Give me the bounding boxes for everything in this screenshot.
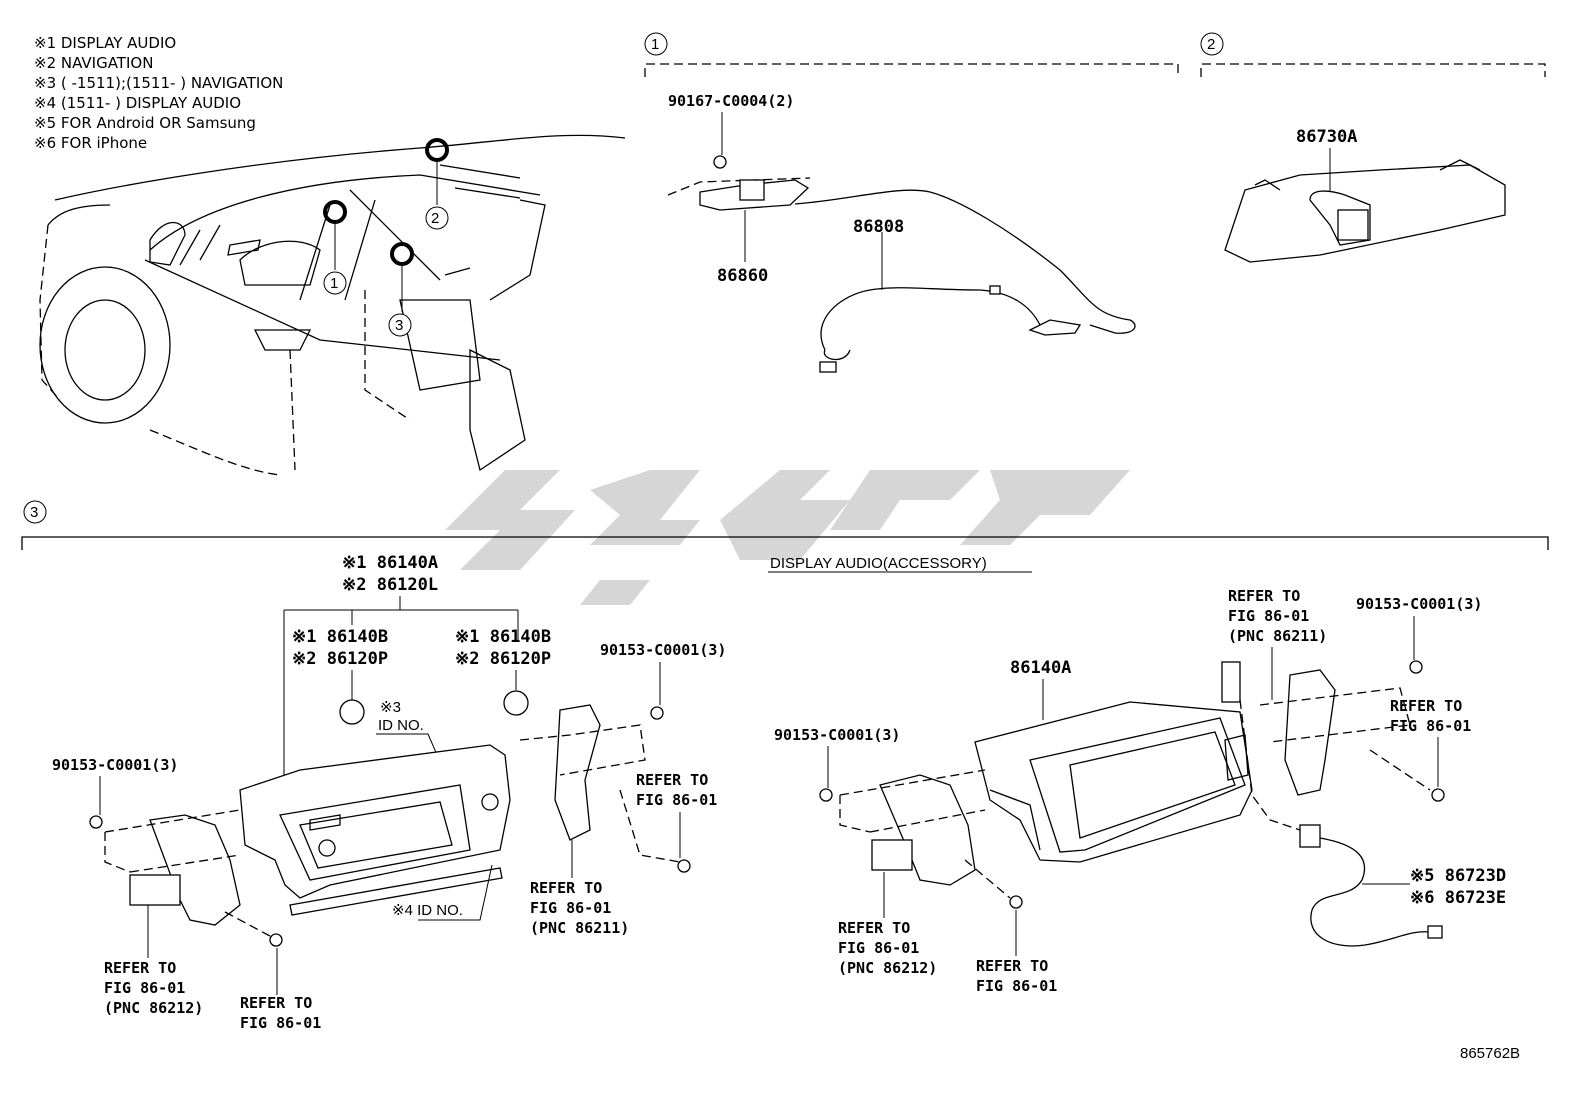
id3-label-a: ※3 [380,699,401,716]
left-screw-label: 90153-C0001(3) [52,756,178,774]
footnotes: ※1 DISPLAY AUDIO ※2 NAVIGATION ※3 ( -151… [34,34,283,152]
knob-left-label-b: ※2 86120P [292,649,388,669]
note-1: ※1 DISPLAY AUDIO [34,34,176,52]
left-refer-b-1: REFER TO [240,994,312,1012]
left-refer-a-2: FIG 86-01 [104,979,185,997]
section-1-screw-label: 90167-C0004(2) [668,92,794,110]
right-right-screw-label: 90153-C0001(3) [1356,595,1482,613]
dashboard-overview-illustration: 2 1 3 [39,134,626,476]
left-refer-b-2: FIG 86-01 [240,1014,321,1032]
left-bracket-icon [879,774,976,886]
id4-label: ※4 ID NO. [392,902,463,919]
right-refer-c-2: FIG 86-01 [838,939,919,957]
right-refer-d-1: REFER TO [976,957,1048,975]
screw-icon [1409,660,1423,674]
screw-icon [650,706,664,720]
display-audio-unit-86140a-icon [974,701,1253,863]
right-refer-c-3: (PNC 86212) [838,959,937,977]
knob-right-label-a: ※1 86140B [455,627,551,647]
knob-right-label-b: ※2 86120P [455,649,551,669]
screw-icon [677,859,691,873]
note-5: ※5 FOR Android OR Samsung [34,114,256,132]
left-refer-a-1: REFER TO [104,959,176,977]
screw-icon [269,933,283,947]
left-bracket-icon [149,814,241,926]
left-refer-d-2: FIG 86-01 [636,791,717,809]
diagram-id: 865762B [1460,1045,1520,1062]
left-main-label-a: ※1 86140A [342,553,438,573]
right-screw-label: 90153-C0001(3) [600,641,726,659]
section-1-callout: 1 [651,36,659,53]
section-3-subtitle: DISPLAY AUDIO(ACCESSORY) [770,555,987,572]
right-main-label: 86140A [1010,658,1071,678]
right-refer-b-2: FIG 86-01 [1390,717,1471,735]
section-3: 3 DISPLAY AUDIO(ACCESSORY) [21,500,1549,573]
right-refer-b-1: REFER TO [1390,697,1462,715]
screw-icon [1009,895,1023,909]
section-2-callout: 2 [1207,36,1215,53]
overview-callout-3: 3 [395,317,403,334]
screw-icon [819,788,833,802]
screw-icon [89,815,103,829]
right-refer-a-2: FIG 86-01 [1228,607,1309,625]
cable-label-a: ※5 86723D [1410,866,1506,886]
id3-label-b: ID NO. [378,717,424,734]
usb-cable-86723-icon [1310,837,1431,947]
left-refer-a-3: (PNC 86212) [104,999,203,1017]
usb-connector-icon [1221,661,1241,703]
right-bracket-icon [1284,669,1336,796]
left-main-label-b: ※2 86120L [342,575,438,595]
left-refer-c-3: (PNC 86211) [530,919,629,937]
cable-label-b: ※6 86723E [1410,888,1506,908]
section-1-bracket-label: 86860 [717,266,768,286]
right-refer-a-1: REFER TO [1228,587,1300,605]
right-refer-c-1: REFER TO [838,919,910,937]
knob-86140b-left-icon [339,699,365,725]
knob-left-label-a: ※1 86140B [292,627,388,647]
overview-callout-2: 2 [431,210,439,227]
right-bracket-icon [554,704,601,841]
section-2: 2 86730A [1200,32,1546,263]
section-1-wire-label: 86808 [853,217,904,237]
left-refer-d-1: REFER TO [636,771,708,789]
console-86730a-icon [1224,164,1506,263]
section-2-part-label: 86730A [1296,127,1357,147]
screw-icon [713,155,727,169]
overview-callout-1: 1 [330,275,338,292]
knob-86140b-right-icon [503,690,529,716]
left-refer-c-2: FIG 86-01 [530,899,611,917]
left-refer-c-1: REFER TO [530,879,602,897]
note-4: ※4 (1511- ) DISPLAY AUDIO [34,94,241,112]
navigation-head-unit-icon [239,744,511,899]
usb-cable-plug-icon [1299,824,1321,848]
right-left-screw-label: 90153-C0001(3) [774,726,900,744]
note-2: ※2 NAVIGATION [34,54,153,72]
section-3-left-assembly: ※1 86140A ※2 86120L ※1 86140B ※2 86120P … [52,553,726,1032]
section-3-right-assembly: 86140A 90153-C0001(3) 90153-C0001(3) REF… [774,587,1506,995]
wire-86808-icon [794,189,1136,334]
section-3-callout: 3 [30,504,38,521]
right-refer-a-3: (PNC 86211) [1228,627,1327,645]
screw-icon [1431,788,1445,802]
note-3: ※3 ( -1511);(1511- ) NAVIGATION [34,74,283,92]
section-1: 1 90167-C0004(2) 86860 86808 [644,32,1179,373]
right-refer-d-2: FIG 86-01 [976,977,1057,995]
note-6: ※6 FOR iPhone [34,134,147,152]
